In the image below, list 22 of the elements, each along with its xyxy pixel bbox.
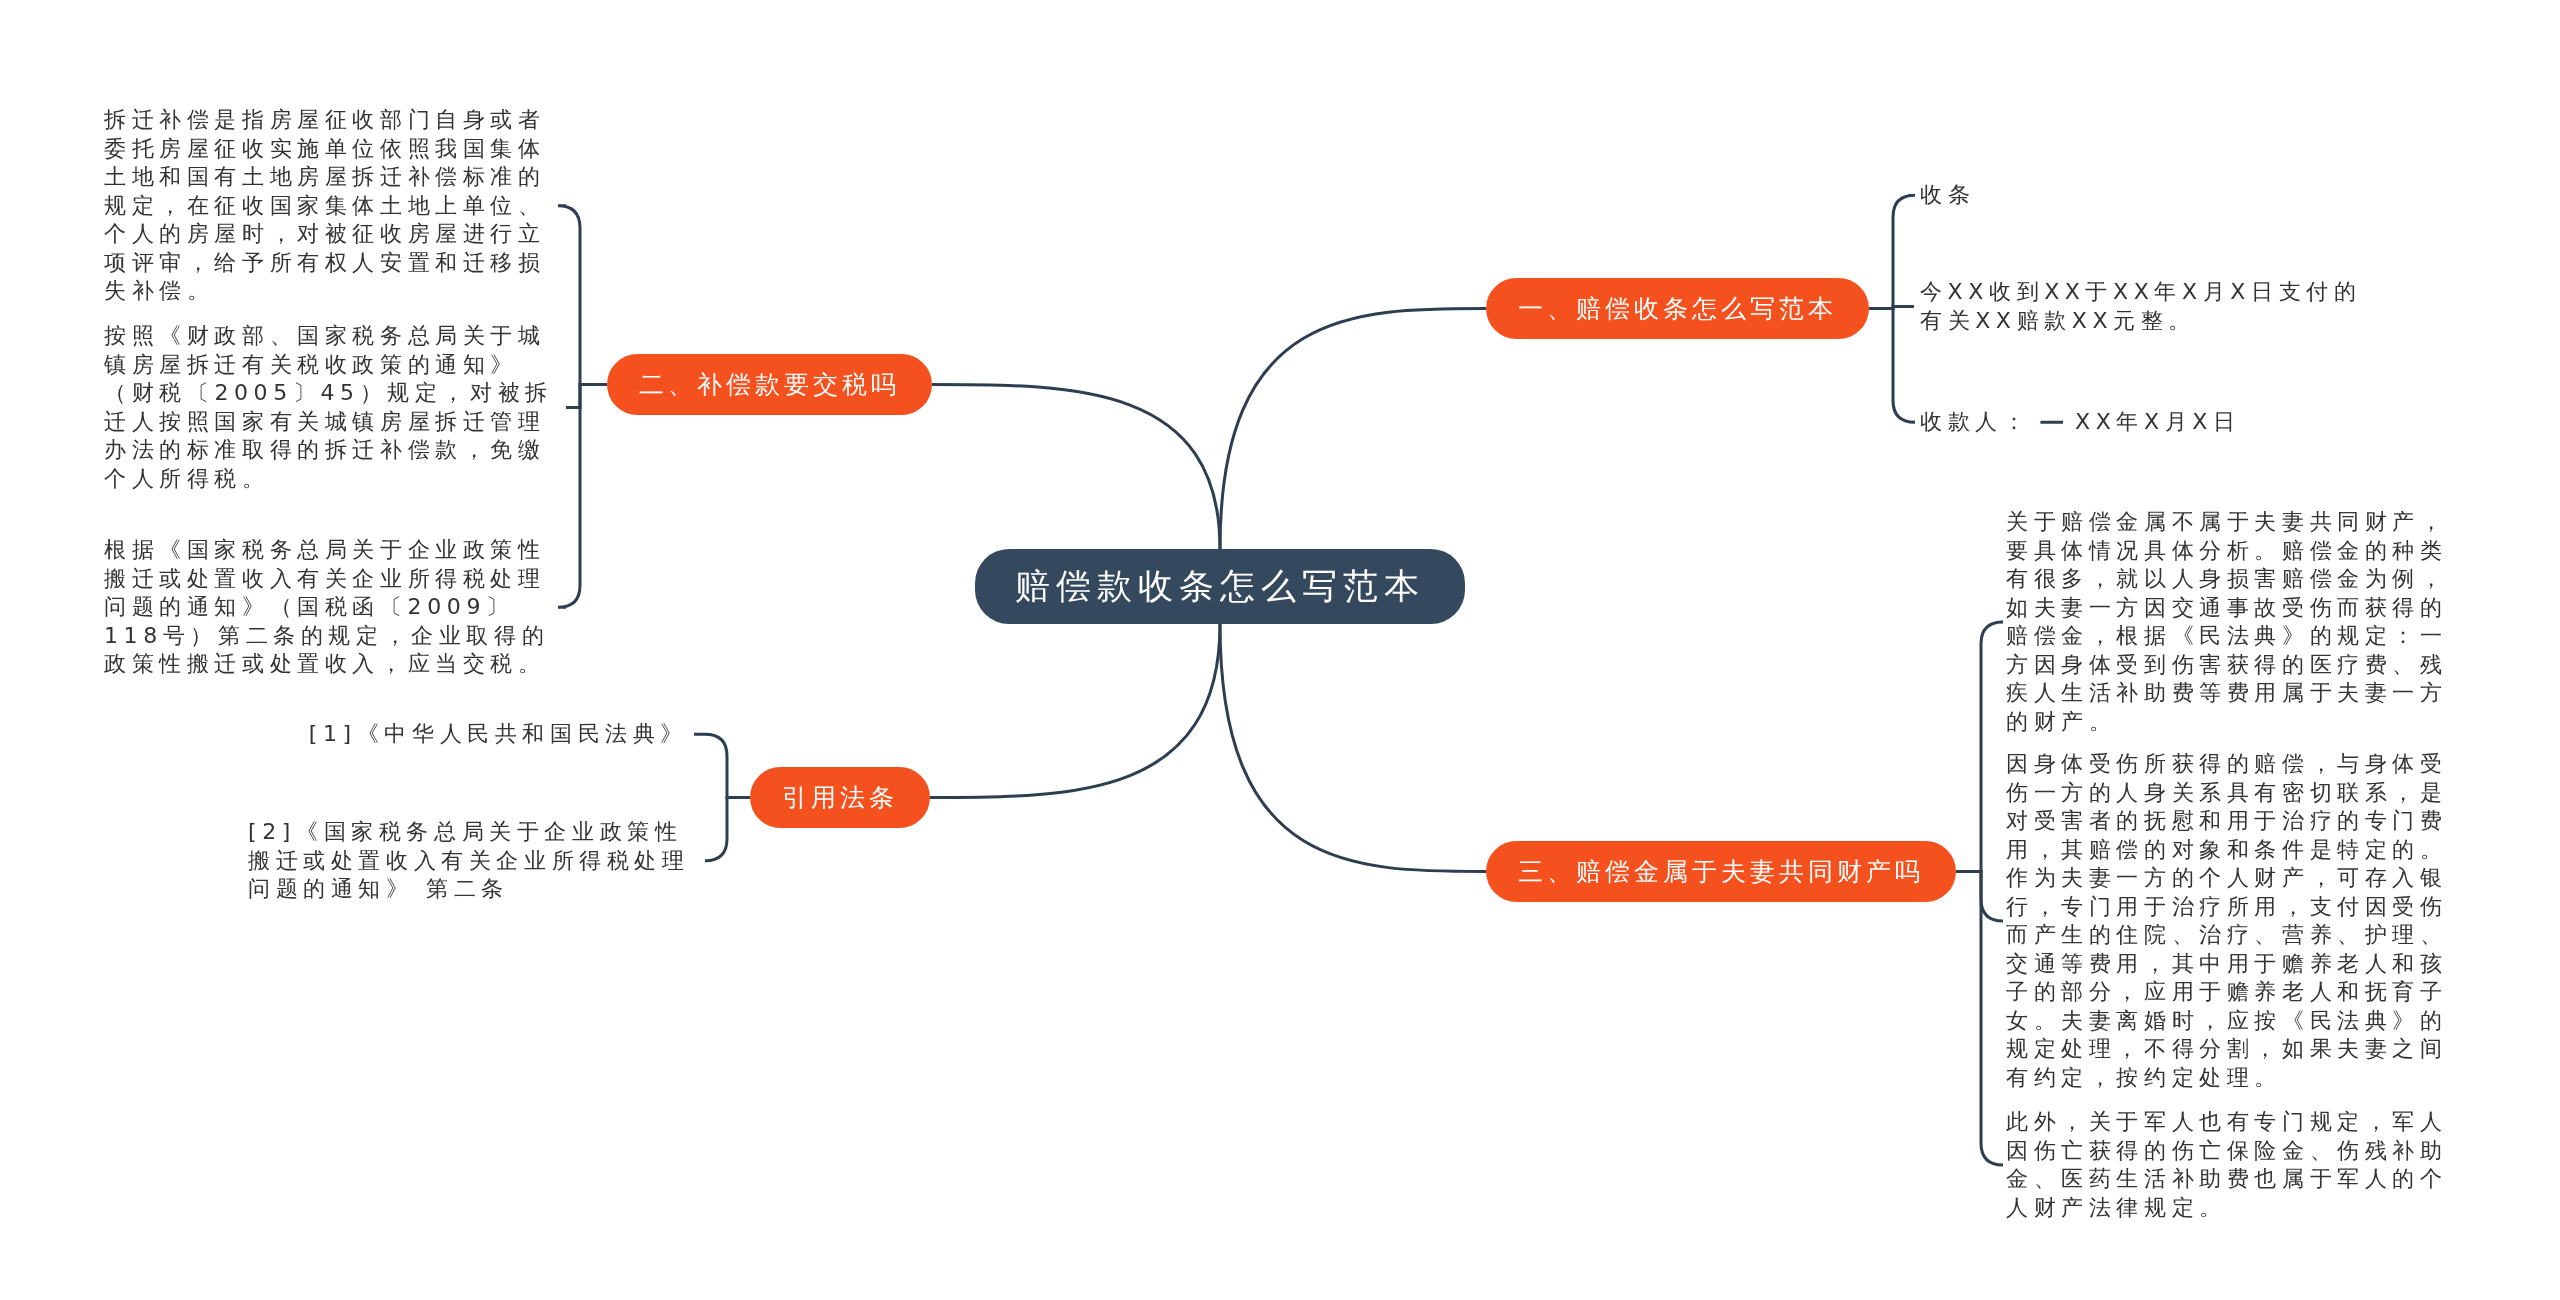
connector-line [932, 383, 1222, 550]
leaf-text: 因身体受伤所获得的赔偿，与身体受伤一方的人身关系具有密切联系，是对受害者的抚慰和用于治疗的专门费用，其赔偿的对象和条件是特定的。作为夫妻一方的个人财产，可存入银行，专门用于治疗所用，支付因受伤而产生的住院、治疗、营养、护理、交通等费用，其中用于赡养老人和孩子的部分，应用于赡养老人和抚育子女。夫妻离婚时，应按《民法典》的规定处理，不得分割，如果夫妻之间有约定，按约定处理。 [2006, 750, 2462, 1092]
leaf-text: 今XX收到XX于XX年X月X日支付的有关XX赔款XX元整。 [1920, 278, 2370, 335]
leaf-text: 收款人： [1920, 408, 2031, 437]
leaf-text: 拆迁补偿是指房屋征收部门自身或者委托房屋征收实施单位依照我国集体土地和国有土地房屋拆迁补偿标准的规定，在征收国家集体土地上单位、个人的房屋时，对被征收房屋进行立项评审，给予所有权人安置和迁移损失补偿。 [104, 106, 560, 306]
leaf-text: 关于赔偿金属不属于夫妻共同财产，要具体情况具体分析。赔偿金的种类有很多，就以人身损害赔偿金为例，如夫妻一方因交通事故受伤而获得的赔偿金，根据《民法典》的规定：一方因身体受到伤害获得的医疗费、残疾人生活补助费等费用属于夫妻一方的财产。 [2006, 508, 2462, 736]
leaf-text: 此外，关于军人也有专门规定，军人因伤亡获得的伤亡保险金、伤残补助金、医药生活补助费也属于军人的个人财产法律规定。 [2006, 1108, 2462, 1222]
connector-line [1218, 623, 1486, 873]
branch-topic: 二、补偿款要交税吗 [607, 354, 932, 415]
leaf-text: [1]《中华人民共和国民法典》 [308, 720, 688, 749]
leaf-text: 收条 [1920, 181, 1976, 210]
branch-topic: 一、赔偿收条怎么写范本 [1486, 278, 1869, 339]
branch-topic: 三、赔偿金属于夫妻共同财产吗 [1486, 841, 1956, 902]
central-topic: 赔偿款收条怎么写范本 [975, 549, 1465, 624]
branch-topic: 引用法条 [750, 767, 930, 828]
leaf-text: 根据《国家税务总局关于企业政策性搬迁或处置收入有关企业所得税处理问题的通知》（国税函〔2009〕118号）第二条的规定，企业取得的政策性搬迁或处置收入，应当交税。 [104, 536, 560, 679]
leaf-text: 按照《财政部、国家税务总局关于城镇房屋拆迁有关税收政策的通知》（财税〔2005〕45）规定，对被拆迁人按照国家有关城镇房屋拆迁管理办法的标准取得的拆迁补偿款，免缴个人所得税。 [104, 322, 560, 493]
connector-line [2040, 420, 2063, 424]
connector-line [1218, 307, 1486, 550]
leaf-text: XX年X月X日 [2075, 408, 2241, 437]
leaf-text: [2]《国家税务总局关于企业政策性搬迁或处置收入有关企业所得税处理问题的通知》 第二条 [248, 818, 700, 904]
connector-line [930, 623, 1222, 799]
